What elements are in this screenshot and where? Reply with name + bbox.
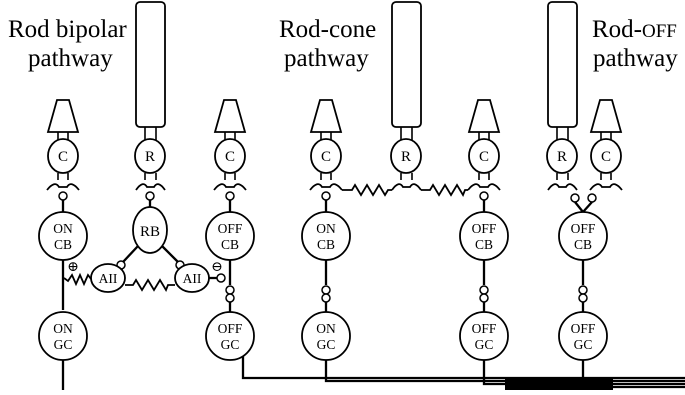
off-cone-bipolar-cell: OFF CB	[205, 211, 255, 261]
synapse	[578, 285, 588, 295]
rod-label: R	[401, 149, 411, 165]
synapse	[225, 293, 235, 303]
cone-photoreceptor: C	[589, 99, 623, 191]
off-cone-bipolar-cell: OFF CB	[459, 211, 509, 261]
off-bipolar-label-1: OFF	[571, 221, 596, 236]
off-bipolar-label-2: CB	[221, 237, 239, 252]
aii-label: AII	[99, 271, 118, 286]
synapse	[321, 191, 331, 201]
rod-label: R	[557, 149, 567, 165]
aii-amacrine-cell: AII	[90, 263, 126, 293]
rod-label: R	[145, 149, 155, 165]
gap-junction	[421, 183, 468, 198]
synapse	[587, 193, 597, 203]
rod-photoreceptor: R	[390, 1, 422, 191]
label-rod-cone-line2: pathway	[284, 45, 369, 72]
off-bipolar-label-1: OFF	[218, 221, 243, 236]
cone-label: C	[225, 149, 235, 165]
cone-label: C	[601, 149, 611, 165]
label-rod-bipolar-line1: Rod bipolar	[8, 16, 127, 43]
synapse	[578, 293, 588, 303]
on-ganglion-label-2: GC	[317, 337, 336, 352]
gap-junction	[63, 272, 92, 287]
synapse	[321, 285, 331, 295]
cone-label: C	[479, 149, 489, 165]
label-rod-bipolar-line2: pathway	[28, 45, 113, 72]
off-ganglion-label-2: GC	[574, 337, 593, 352]
on-cone-bipolar-cell: ON CB	[301, 211, 351, 261]
on-ganglion-label-1: ON	[53, 321, 73, 336]
rod-bipolar-label: RB	[140, 224, 160, 240]
off-bipolar-label-1: OFF	[472, 221, 497, 236]
synapse	[225, 285, 235, 295]
off-bipolar-label-2: CB	[475, 237, 493, 252]
off-ganglion-label-2: GC	[475, 337, 494, 352]
label-rod-off-line1: Rod-OFF	[592, 16, 677, 43]
off-ganglion-label-2: GC	[221, 337, 240, 352]
optic-nerve-axons	[241, 356, 685, 390]
cone-label: C	[321, 149, 331, 165]
on-ganglion-label-1: ON	[316, 321, 336, 336]
on-ganglion-cell: ON GC	[38, 311, 88, 361]
synapse	[570, 193, 580, 203]
rod-bipolar-cell: RB	[132, 206, 168, 254]
synapse	[479, 285, 489, 295]
synapse	[479, 191, 489, 201]
on-bipolar-label-1: ON	[53, 221, 73, 236]
on-bipolar-label-2: CB	[54, 237, 72, 252]
rod-photoreceptor: R	[546, 1, 578, 191]
cone-photoreceptor: C	[467, 99, 501, 191]
synapse	[479, 293, 489, 303]
on-bipolar-label-1: ON	[316, 221, 336, 236]
cone-label: C	[58, 149, 68, 165]
cone-photoreceptor: C	[46, 99, 80, 191]
cone-photoreceptor: C	[213, 99, 247, 191]
synapse	[145, 191, 155, 201]
aii-label: AII	[183, 271, 202, 286]
synapse	[58, 191, 68, 201]
label-rod-cone-line1: Rod-cone	[279, 16, 376, 43]
on-cone-bipolar-cell: ON CB	[38, 211, 88, 261]
on-ganglion-cell: ON GC	[301, 311, 351, 361]
on-bipolar-label-2: CB	[317, 237, 335, 252]
off-ganglion-cell: OFF GC	[205, 311, 255, 361]
off-bipolar-label-2: CB	[574, 237, 592, 252]
label-rod-off-line2: pathway	[593, 45, 678, 72]
excitatory-sign: ⊕	[67, 260, 79, 275]
off-cone-bipolar-cell: OFF CB	[558, 211, 608, 261]
inhibitory-sign: ⊖	[211, 260, 223, 275]
synapse	[225, 191, 235, 201]
synapse	[216, 273, 226, 283]
off-ganglion-cell: OFF GC	[558, 311, 608, 361]
on-ganglion-label-2: GC	[54, 337, 73, 352]
gap-junction	[125, 278, 175, 293]
synapse	[321, 293, 331, 303]
rod-photoreceptor: R	[134, 1, 166, 191]
off-ganglion-cell: OFF GC	[459, 311, 509, 361]
off-ganglion-label-1: OFF	[472, 321, 497, 336]
off-ganglion-label-1: OFF	[571, 321, 596, 336]
aii-amacrine-cell: AII	[174, 263, 210, 293]
off-ganglion-label-1: OFF	[218, 321, 243, 336]
cone-photoreceptor: C	[309, 99, 343, 191]
gap-junction	[342, 183, 392, 197]
